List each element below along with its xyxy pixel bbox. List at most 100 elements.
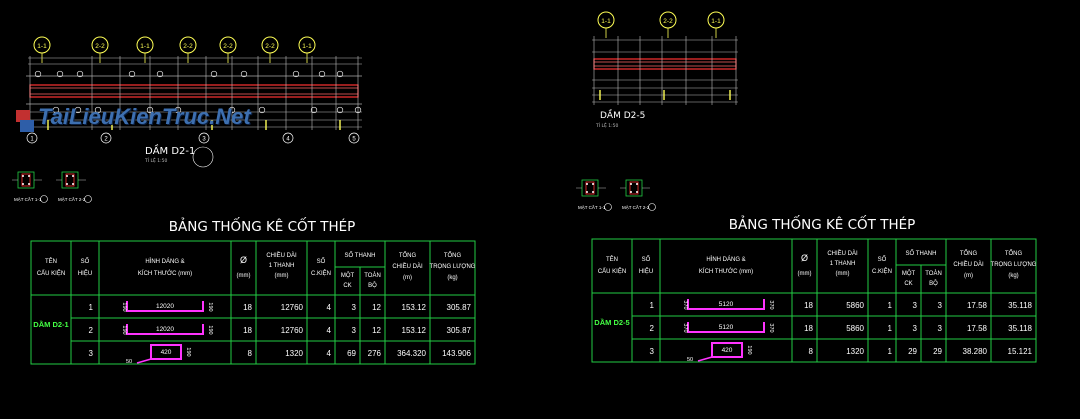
watermark-logo-icon: [14, 108, 36, 136]
rebar-left-dim: 370: [682, 300, 688, 309]
cell-weight: 35.118: [1008, 324, 1032, 333]
cell-one-bar: 1320: [846, 347, 864, 356]
rebar-length: 12020: [156, 326, 174, 333]
table-title: BẢNG THỐNG KÊ CỐT THÉP: [729, 214, 916, 233]
table-header-text: KÍCH THƯỚC (mm): [138, 270, 192, 277]
table-header-text: CẤU KIỆN: [598, 267, 626, 275]
rebar-length: 5120: [719, 324, 734, 331]
cell-cnt-member: 1: [888, 347, 893, 356]
axis-label: 2-2: [265, 43, 275, 50]
cell-total-len: 17.58: [967, 301, 988, 310]
table-header-text: 1 THANH: [830, 261, 856, 267]
beam-title: DẦM D2-5: [600, 108, 645, 121]
cell-weight: 35.118: [1008, 301, 1032, 310]
grid-mark: [100, 132, 112, 144]
cell-per-member: 3: [352, 326, 357, 335]
axis-label: 2-2: [223, 43, 233, 50]
table-header-text: HIỆU: [639, 267, 653, 275]
stirrup-height: 190: [746, 345, 752, 354]
grid-mark: [348, 132, 360, 144]
section-circle: [192, 146, 214, 168]
table-header-text: MỘT: [902, 270, 916, 277]
cell-weight: 305.87: [447, 326, 472, 335]
table-header-text: BỘ: [368, 282, 377, 289]
rebar-length: 12020: [156, 303, 174, 310]
cell-dia: 18: [243, 326, 252, 335]
table-title: BẢNG THỐNG KÊ CỐT THÉP: [169, 216, 356, 235]
table-header-text: MỘT: [341, 272, 355, 279]
stirrup-width: 420: [161, 349, 172, 356]
rebar-shape: [126, 301, 204, 312]
grid-mark-label: 1: [30, 137, 34, 143]
table-header-text: BỘ: [929, 280, 938, 287]
cell-total-len: 38.280: [963, 347, 988, 356]
cell-total-bars: 276: [368, 349, 382, 358]
cell-per-member: 29: [908, 347, 917, 356]
table-header-text: SỐ THANH: [345, 252, 376, 259]
cell-dia: 18: [243, 303, 252, 312]
rebar-shape: [687, 322, 765, 333]
rebar-left-dim: 190: [121, 325, 127, 334]
table-header-text: C.KIỆN: [872, 267, 892, 275]
table-header-text: HÌNH DÁNG &: [145, 258, 184, 265]
table-header-text: (mm): [275, 273, 289, 279]
cell-no: 2: [650, 324, 655, 333]
table-header-text: TRỌNG LƯỢNG: [430, 264, 476, 270]
table-header-text: SỐ: [317, 258, 326, 265]
cell-total-bars: 3: [938, 301, 943, 310]
axis-label: 1-1: [37, 43, 47, 50]
cell-total-len: 364.320: [397, 349, 426, 358]
table-header-text: SỐ THANH: [906, 250, 937, 257]
table-header-text: C.KIỆN: [311, 269, 331, 277]
rebar-length: 5120: [719, 301, 734, 308]
grid-mark-label: 4: [286, 137, 290, 143]
cell-total-bars: 12: [372, 303, 381, 312]
cell-no: 3: [89, 349, 94, 358]
table-header-text: TOÀN: [925, 270, 942, 277]
cell-weight: 15.121: [1008, 347, 1033, 356]
rebar-left-dim: 370: [682, 323, 688, 332]
axis-label: 2-2: [183, 43, 193, 50]
axis-label: 1-1: [140, 43, 150, 50]
table-header-text: HÌNH DÁNG &: [706, 256, 745, 263]
cell-total-len: 153.12: [402, 326, 427, 335]
cell-one-bar: 5860: [846, 324, 864, 333]
member-name: DẦM D2-1: [33, 319, 68, 329]
axis-label: 2-2: [95, 43, 105, 50]
member-name: DẦM D2-5: [594, 317, 629, 327]
rebar-right-dim: 190: [207, 325, 213, 334]
axis-label: 1-1: [711, 18, 721, 25]
axis-label: 1-1: [601, 18, 611, 25]
beam-scale: TỈ LỆ 1:50: [144, 156, 168, 164]
table-header-text: CHIỀU DÀI: [266, 252, 297, 259]
grid-mark-label: 2: [104, 137, 108, 143]
section-label: MẶT CẮT 2-2: [622, 203, 650, 210]
axis-label: 1-1: [302, 43, 312, 50]
stirrup-hook: 50: [687, 357, 693, 363]
grid-mark: [198, 132, 210, 144]
cell-no: 2: [89, 326, 94, 335]
beam-scale: TỈ LỆ 1:50: [595, 121, 619, 129]
table-header-text: SỐ: [81, 258, 90, 265]
grid-mark-label: 3: [202, 137, 206, 143]
axis-markers: 1-1 2-2 1-1 2-2 2-2 2-2 1-1: [33, 36, 316, 63]
rebar-shape: [126, 324, 204, 335]
cell-cnt-member: 4: [327, 326, 332, 335]
cell-cnt-member: 1: [888, 324, 893, 333]
grid-mark: [282, 132, 294, 144]
cell-dia: 18: [804, 301, 813, 310]
stirrup-hook: 50: [126, 359, 132, 365]
cell-cnt-member: 1: [888, 301, 893, 310]
cell-cnt-member: 4: [327, 303, 332, 312]
table-header-text: (mm): [836, 271, 850, 277]
cell-total-bars: 3: [938, 324, 943, 333]
